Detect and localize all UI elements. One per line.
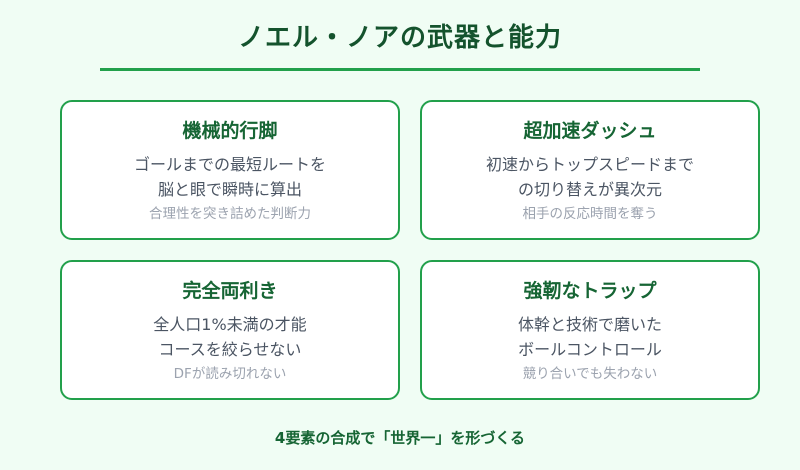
card-description-line: ゴールまでの最短ルートを — [133, 155, 326, 174]
card-description-line: ボールコントロール — [518, 340, 662, 359]
card-title: 機械的行脚 — [182, 120, 278, 142]
card-description: 全人口1%未満の才能 コースを絞らせない — [62, 312, 398, 362]
card-title: 超加速ダッシュ — [523, 120, 657, 142]
card-title: 完全両利き — [182, 280, 278, 302]
card-description: 初速からトップスピードまで の切り替えが異次元 — [422, 152, 758, 202]
ability-card-mechanical-movement: 機械的行脚 ゴールまでの最短ルートを 脳と眼で瞬時に算出 合理性を突き詰めた判断… — [60, 100, 400, 240]
ability-card-strong-trap: 強靭なトラップ 体幹と技術で磨いた ボールコントロール 競り合いでも失わない — [420, 260, 760, 400]
card-description-line: コースを絞らせない — [158, 340, 302, 359]
card-description-line: の切り替えが異次元 — [517, 180, 662, 199]
card-title: 強靭なトラップ — [523, 280, 657, 302]
title-divider — [100, 68, 700, 71]
card-note: 合理性を突き詰めた判断力 — [149, 206, 311, 222]
card-note: DFが読み切れない — [173, 366, 287, 382]
card-description-line: 体幹と技術で磨いた — [517, 315, 662, 334]
card-note: 相手の反応時間を奪う — [522, 206, 658, 222]
page-title: ノエル・ノアの武器と能力 — [237, 23, 562, 53]
card-description-line: 初速からトップスピードまで — [485, 155, 694, 174]
card-description-line: 脳と眼で瞬時に算出 — [157, 180, 302, 199]
card-description: 体幹と技術で磨いた ボールコントロール — [422, 312, 758, 362]
card-note: 競り合いでも失わない — [522, 366, 658, 382]
ability-card-ambidextrous: 完全両利き 全人口1%未満の才能 コースを絞らせない DFが読み切れない — [60, 260, 400, 400]
card-description-line: 全人口1%未満の才能 — [153, 315, 307, 334]
ability-card-super-dash: 超加速ダッシュ 初速からトップスピードまで の切り替えが異次元 相手の反応時間を… — [420, 100, 760, 240]
summary-caption: 4要素の合成で「世界一」を形づくる — [274, 429, 526, 447]
card-description: ゴールまでの最短ルートを 脳と眼で瞬時に算出 — [62, 152, 398, 202]
